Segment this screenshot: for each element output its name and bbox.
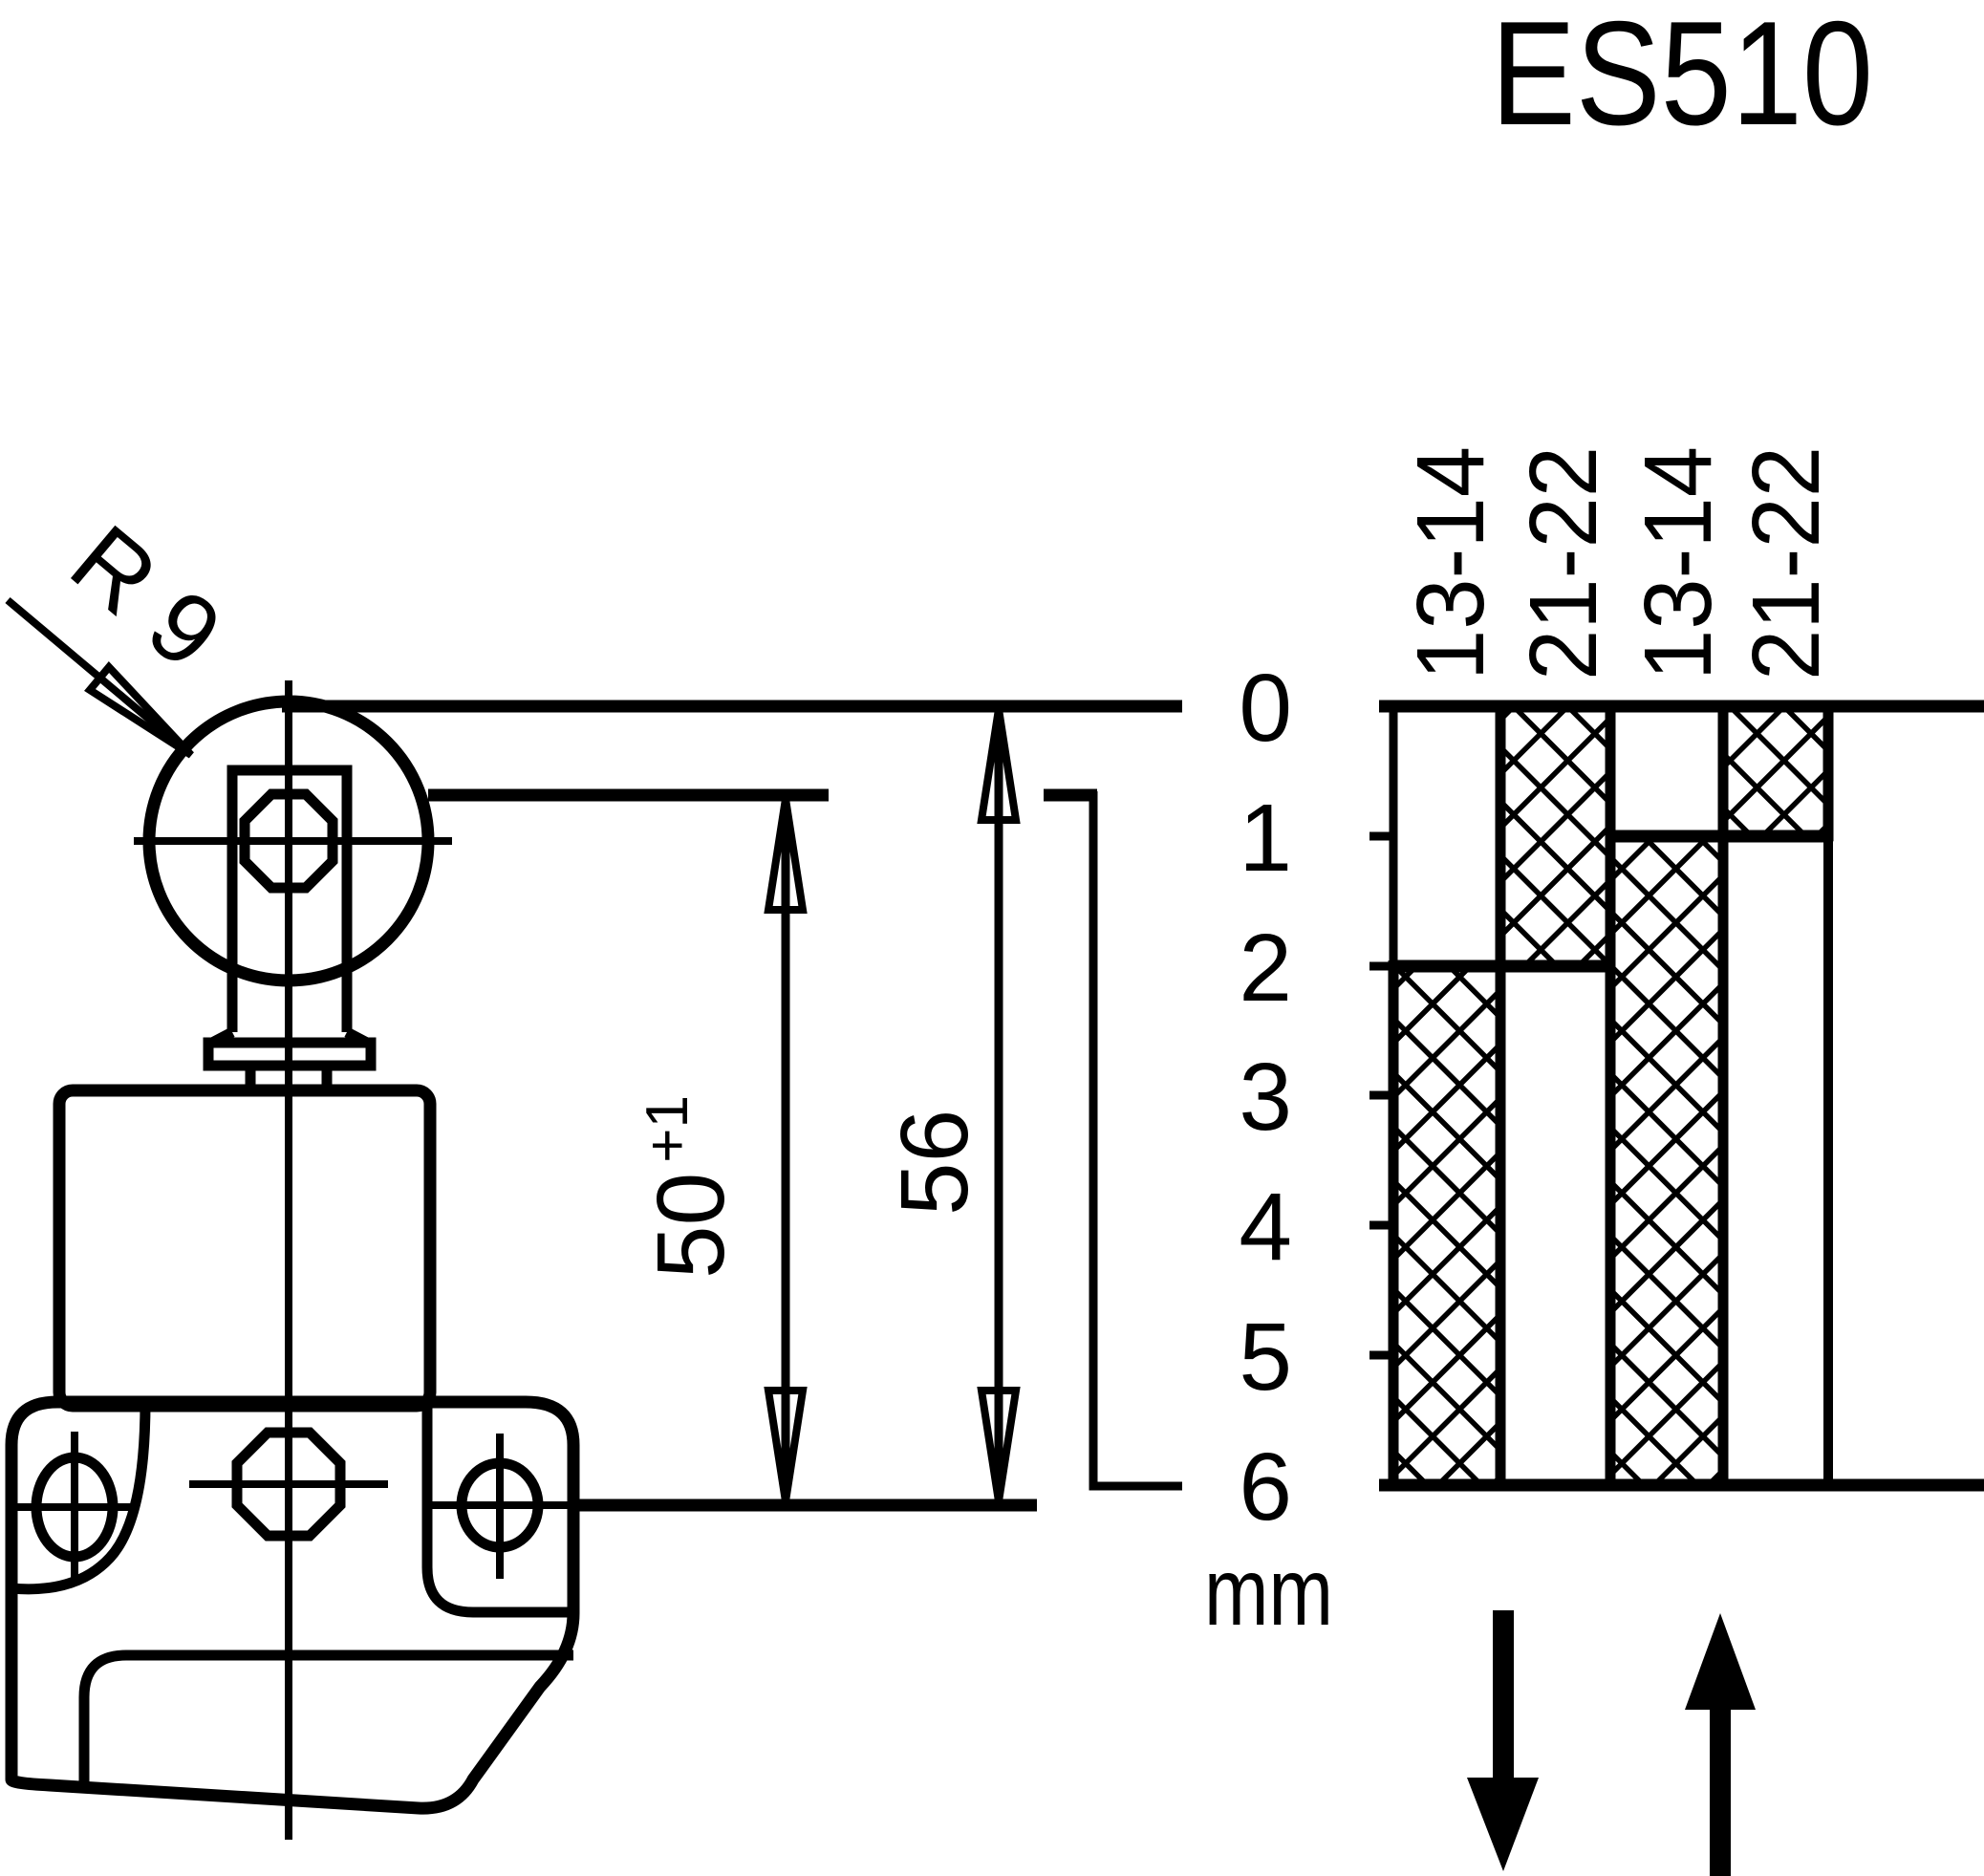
hole-centerlines (428, 1434, 576, 1579)
dimension-56: 56 (881, 708, 1021, 1502)
plunger-flange (203, 1037, 377, 1071)
scale-tick-2: 2 (1239, 915, 1292, 1022)
travel-dimension-tolerance: +1 (635, 1095, 701, 1163)
scale-tick-4: 4 (1239, 1174, 1292, 1281)
roller-axle (239, 788, 338, 894)
contact-label-13-14-press: 13-14 (1397, 446, 1504, 680)
bracket-to-6mm (1089, 791, 1182, 1491)
contact-label-13-14-release: 13-14 (1625, 446, 1732, 680)
dimension-50plus1: 50+1 (635, 798, 808, 1502)
travel-diagram: 0 1 2 3 4 5 6 mm 13-14 21-22 13-14 21-22 (1204, 446, 1984, 1876)
unit-label: mm (1204, 1539, 1333, 1646)
closed-range-13-14-press (1388, 960, 1506, 1491)
lever-fork (226, 765, 353, 1032)
right-mounting-hole (428, 1434, 576, 1579)
contact-label-21-22-press: 21-22 (1510, 446, 1617, 680)
leader-line (5, 596, 191, 756)
right-lug-pocket (421, 1402, 573, 1618)
arrow-head-down (1467, 1778, 1539, 1871)
travel-dimension-value: 50 (637, 1173, 744, 1279)
contact-labels: 13-14 21-22 13-14 21-22 (1397, 446, 1840, 680)
total-height-dimension-label: 56 (881, 1110, 988, 1216)
arrow-shaft (1710, 1707, 1731, 1876)
diagram-frame (1369, 700, 1984, 1492)
scale-labels: 0 1 2 3 4 5 6 mm (1204, 655, 1333, 1646)
page-title: ES510 (1491, 0, 1873, 156)
closed-range-21-22-release (1717, 701, 1834, 842)
scale-tick-0: 0 (1239, 655, 1292, 762)
hole-centerlines (15, 1432, 134, 1583)
switch-base (5, 1395, 580, 1815)
left-lug-pocket (11, 1401, 151, 1595)
arrow-head-up (1685, 1613, 1756, 1710)
release-direction-arrow-icon (1685, 1613, 1756, 1876)
arrow-shaft (1493, 1610, 1514, 1782)
scale-ticks (1369, 831, 1394, 1360)
contact-label-21-22-release: 21-22 (1733, 446, 1840, 680)
center-screw-hole (189, 1427, 388, 1542)
base-outline (5, 1395, 580, 1815)
scale-tick-5: 5 (1239, 1304, 1292, 1411)
left-mounting-hole (15, 1432, 134, 1583)
closed-range-21-22-press (1495, 701, 1616, 972)
scale-tick-6: 6 (1239, 1434, 1292, 1541)
reference-lines (282, 700, 1182, 1512)
travel-dimension-label: 50+1 (635, 1095, 744, 1279)
scale-tick-3: 3 (1239, 1044, 1292, 1151)
hatched-screw (231, 1427, 346, 1542)
press-direction-arrow-icon (1467, 1610, 1539, 1871)
closed-range-13-14-release (1605, 830, 1729, 1491)
scale-tick-1: 1 (1239, 785, 1292, 892)
base-front-edge (78, 1650, 573, 1783)
